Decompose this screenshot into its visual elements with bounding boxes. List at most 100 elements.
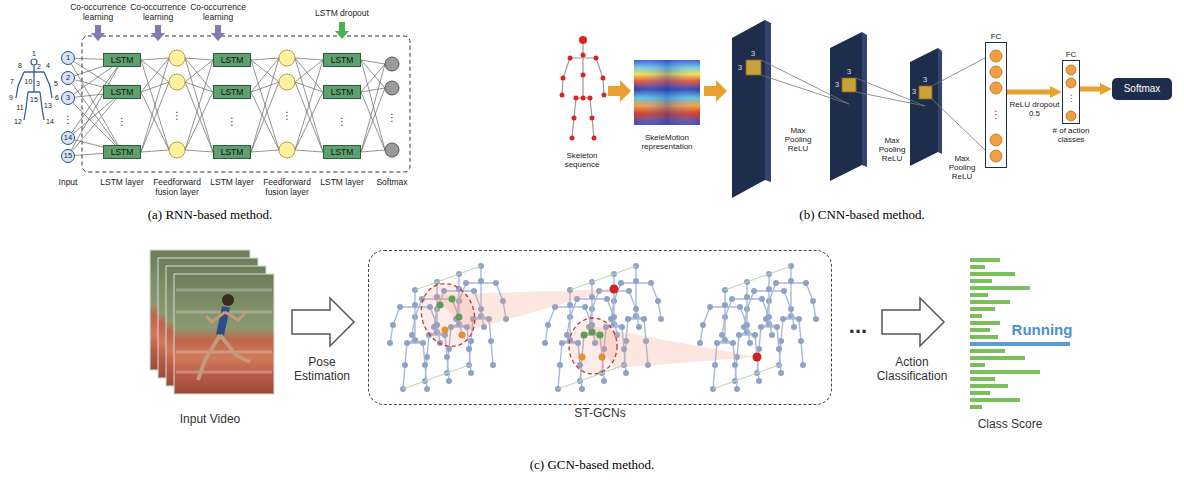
node-text: 1 [66, 54, 70, 62]
node-text: 14 [64, 134, 72, 142]
kernel-size: 3 [847, 67, 851, 76]
text-label: Max Pooling ReLU [944, 154, 980, 182]
node-text: LSTM [331, 88, 354, 97]
kernel-size: 3 [923, 75, 927, 84]
joint-number: 1 [32, 50, 36, 58]
lstm-cell: LSTM [103, 145, 141, 159]
text-label: LSTM layer [100, 178, 143, 188]
connector [1007, 90, 1050, 95]
joint-number: 13 [44, 102, 52, 110]
node-text: LSTM [111, 148, 134, 157]
text-label: ⋮ [282, 111, 292, 121]
caption: (c) GCN-based method. [530, 458, 655, 473]
text-label: Input Video [180, 413, 241, 427]
node-text: 2 [66, 74, 70, 82]
connector [73, 99, 114, 134]
kernel-size: 3 [751, 49, 755, 58]
lstm-cell: LSTM [323, 85, 361, 99]
joint-number: 7 [10, 78, 14, 86]
text-label: Action Classification [867, 356, 957, 384]
connector [75, 94, 103, 97]
node-text: ST-GCNs [574, 407, 625, 421]
text-label: SkeleMotion representation [631, 133, 703, 151]
node-text: LSTM [221, 148, 244, 157]
kernel-size: 3 [912, 87, 916, 96]
text-label: Class Score [978, 418, 1043, 432]
stgcn-block: ST-GCNs [368, 250, 832, 405]
edge-label: ReLU dropout 0.5 [1010, 100, 1060, 118]
lstm-cell: LSTM [103, 85, 141, 99]
input-joint: 1 [61, 51, 75, 65]
text-label: Max Pooling ReLU [874, 136, 910, 164]
text-label: Pose Estimation [282, 356, 362, 384]
joint-number: 3 [36, 80, 40, 88]
text-label: ⋮ [172, 111, 182, 121]
node-note: # of action classes [1045, 126, 1097, 144]
caption: (a) RNN-based method. [148, 208, 273, 223]
connector [1080, 87, 1100, 92]
text-label: LSTM dropout [315, 9, 369, 19]
text-label: Co-occurrence learning [187, 3, 249, 23]
node-text: FC [1066, 50, 1077, 59]
text-label: ⋮ [337, 117, 347, 127]
caption: (b) CNN-based method. [799, 208, 924, 223]
lstm-cell: LSTM [213, 145, 251, 159]
text-label: ⋮ [63, 115, 73, 125]
lstm-cell: LSTM [323, 145, 361, 159]
text-label: Input [59, 178, 78, 188]
joint-number: 4 [46, 62, 50, 70]
input-joint: 2 [61, 71, 75, 85]
kernel-size: 3 [835, 80, 839, 89]
text-label: Softmax [376, 178, 407, 188]
text-label: Co-occurrence learning [67, 3, 129, 23]
kernel-size: 3 [738, 63, 742, 72]
text-label: LSTM layer [320, 178, 363, 188]
text-label: Skeleton sequence [556, 151, 608, 169]
node-text: Softmax [1124, 84, 1161, 94]
joint-number: 9 [9, 94, 13, 102]
node-text: LSTM [221, 56, 244, 65]
node-text: LSTM [111, 56, 134, 65]
node-text: 15 [64, 152, 72, 160]
joint-number: 5 [54, 80, 58, 88]
text-label: LSTM layer [210, 178, 253, 188]
text-label: Running [1012, 321, 1073, 338]
connector [72, 67, 117, 132]
text-label: ⋮ [991, 110, 1001, 120]
joint-number: 10 [25, 78, 33, 86]
connector [75, 140, 103, 147]
connector [73, 99, 117, 151]
text-label: ⋮ [387, 113, 397, 123]
lstm-cell: LSTM [213, 53, 251, 67]
input-joint: 14 [61, 131, 75, 145]
lstm-cell: LSTM [213, 85, 251, 99]
connector [75, 58, 103, 59]
node-text: LSTM [111, 88, 134, 97]
joint-number: 2 [37, 63, 41, 71]
text-label: Feedforward fusion layer [262, 178, 312, 198]
node-text: LSTM [221, 88, 244, 97]
text-label: Max Pooling ReLU [780, 126, 816, 154]
fc-layer: FC [985, 42, 1007, 168]
node-text: LSTM [331, 148, 354, 157]
joint-number: 8 [18, 62, 22, 70]
joint-number: 6 [55, 94, 59, 102]
text-label: ⋮ [227, 117, 237, 127]
fc-layer: FC# of action classes [1062, 60, 1080, 124]
joint-number: 15 [30, 96, 38, 104]
text-label: Feedforward fusion layer [152, 178, 202, 198]
node-text: LSTM [331, 56, 354, 65]
connector [75, 153, 103, 155]
lstm-cell: LSTM [103, 53, 141, 67]
connector [75, 66, 103, 76]
input-joint: 3 [61, 91, 75, 105]
lstm-cell: LSTM [323, 53, 361, 67]
joint-number: 14 [46, 118, 54, 126]
node-text: 3 [66, 94, 70, 102]
joint-number: 12 [14, 118, 22, 126]
text-label: ... [849, 315, 867, 337]
node-text: FC [991, 32, 1002, 41]
connector [71, 67, 118, 150]
text-label: Co-occurrence learning [127, 3, 189, 23]
text-label: ⋮ [1067, 95, 1075, 103]
